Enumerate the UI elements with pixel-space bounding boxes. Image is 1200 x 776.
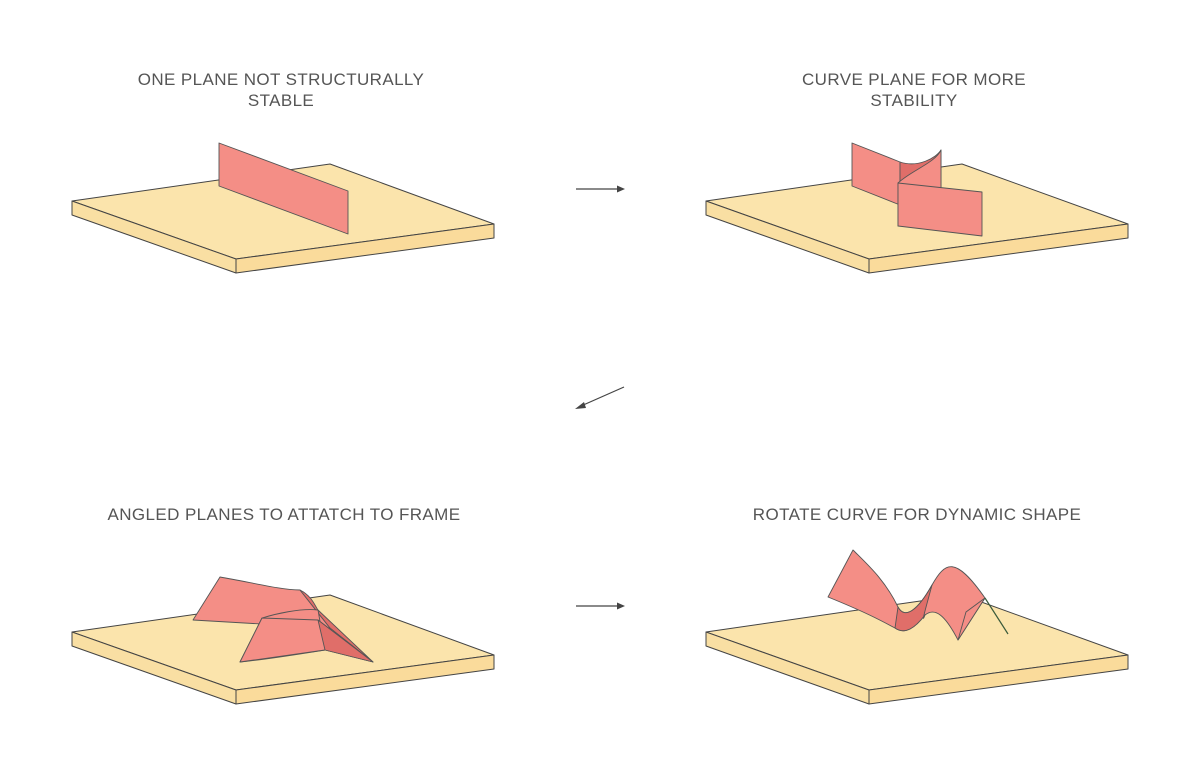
step-3-plane-triangle: [317, 619, 374, 663]
arrow-right-bottom: [576, 602, 625, 610]
step-4-wave-trough: [894, 584, 933, 632]
step-4-caption: ROTATE CURVE FOR DYNAMIC SHAPE: [752, 505, 1082, 524]
step-4-base-side: [705, 631, 870, 705]
step-1-model: [71, 142, 495, 274]
step-3-model: [71, 576, 495, 705]
step-3-base-side: [71, 631, 237, 705]
step-2-base-side: [705, 200, 870, 274]
arrow-right-top: [576, 185, 625, 193]
arrow-diagonal: [575, 386, 625, 409]
step-4-model: [705, 549, 1129, 705]
step-2-caption: CURVE PLANE FOR MORE STABILITY: [801, 70, 1026, 110]
step-1-plane: [218, 142, 349, 235]
step-2-model: [705, 142, 1129, 274]
step-2-plane-front: [897, 182, 983, 237]
step-4-wave-flap: [957, 597, 986, 641]
step-1-caption: ONE PLANE NOT STRUCTURALLY STABLE: [137, 70, 425, 110]
step-1-base-side: [71, 200, 237, 274]
step-3-plane-fold: [299, 589, 374, 663]
step-3-caption: ANGLED PLANES TO ATTATCH TO FRAME: [107, 505, 461, 524]
